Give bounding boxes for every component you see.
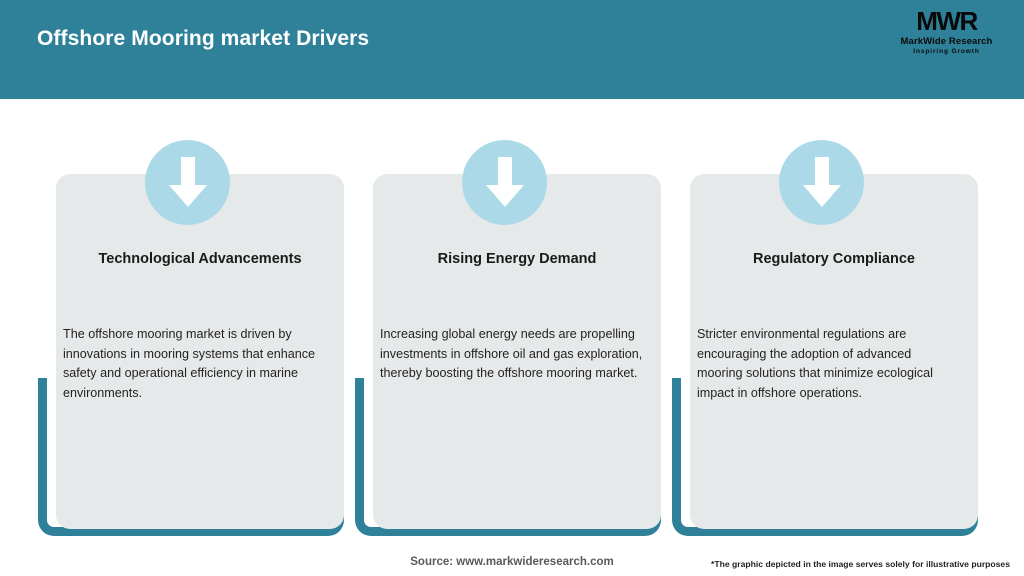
card-surface [373,174,661,529]
brand-logo: MWR MarkWide Research Inspiring Growth [889,8,1004,62]
card-description: Increasing global energy needs are prope… [380,327,643,380]
disclaimer-label: *The graphic depicted in the image serve… [711,559,1010,569]
arrow-down-icon [779,140,864,225]
logo-company-name: MarkWide Research [900,36,993,47]
driver-card-technological-advancements: Technological Advancements The offshore … [38,99,344,539]
header-bar: Offshore Mooring market Drivers MWR Mark… [0,0,1024,99]
source-label: Source: www.markwideresearch.com [410,556,614,568]
driver-card-rising-energy-demand: Rising Energy Demand Increasing global e… [355,99,661,539]
logo-tagline: Inspiring Growth [913,48,980,55]
arrow-down-icon [462,140,547,225]
card-title: Regulatory Compliance [753,251,915,267]
page-title: Offshore Mooring market Drivers [37,27,370,50]
drivers-card-group: Technological Advancements The offshore … [0,99,1024,539]
arrow-down-icon [145,140,230,225]
card-description: Stricter environmental regulations are e… [697,327,933,400]
driver-card-regulatory-compliance: Regulatory Compliance Stricter environme… [672,99,978,539]
card-surface [56,174,344,529]
card-title: Rising Energy Demand [437,251,597,267]
card-description: The offshore mooring market is driven by… [63,327,316,400]
card-surface [690,174,978,529]
card-title: Technological Advancements [98,251,302,267]
logo-monogram: MWR [916,6,978,36]
